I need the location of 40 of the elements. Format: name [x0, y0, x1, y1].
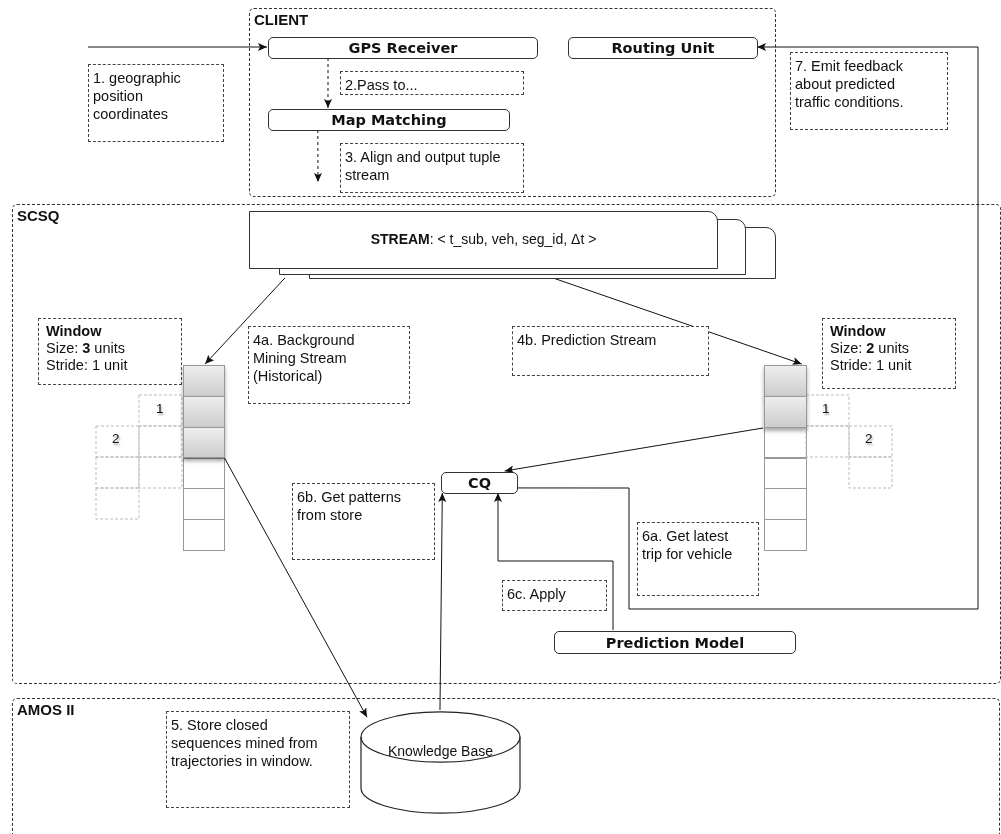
- database-cylinder: [360, 711, 521, 814]
- group-title: SCSQ: [17, 207, 60, 224]
- arrow: [204, 277, 286, 365]
- note-box: 2.Pass to...: [340, 71, 524, 95]
- arrow: [313, 129, 322, 183]
- step-number: 2: [112, 431, 121, 446]
- process-box: GPS Receiver: [268, 37, 538, 59]
- process-box: Routing Unit: [568, 37, 758, 59]
- note-box: 5. Store closed sequences mined from trajectories in window.: [166, 711, 350, 808]
- stream-card-stack: [249, 211, 776, 279]
- step-number: 1: [822, 401, 831, 416]
- note-box: 6c. Apply: [502, 580, 607, 611]
- process-box: Prediction Model: [554, 631, 796, 654]
- note-heading: Window: [830, 322, 887, 340]
- arrow: [87, 43, 268, 51]
- note-text: Size: 3 units Stride: 1 unit: [46, 340, 129, 374]
- note-box: 3. Align and output tuple stream: [340, 143, 524, 193]
- note-box: 4b. Prediction Stream: [512, 326, 709, 376]
- window-stack: [764, 365, 807, 550]
- arrow: [324, 57, 332, 109]
- window-stack: [183, 365, 225, 550]
- arrow: [504, 427, 764, 474]
- step-number: 2: [865, 431, 874, 446]
- group-title: AMOS II: [17, 701, 75, 718]
- note-text: Size: 2 units Stride: 1 unit: [830, 340, 913, 374]
- step-number: 1: [156, 401, 165, 416]
- note-box: 7. Emit feedback about predicted traffic conditions.: [790, 52, 948, 130]
- note-box: 1. geographic position coordinates: [88, 64, 224, 142]
- process-box: CQ: [441, 472, 518, 494]
- arrow: [223, 456, 368, 718]
- node-label: Knowledge Base: [386, 742, 495, 761]
- note-box: 4a. Background Mining Stream (Historical): [248, 326, 410, 404]
- arrow: [516, 43, 979, 610]
- process-box: Map Matching: [268, 109, 510, 131]
- arrow: [438, 492, 447, 711]
- group-title: CLIENT: [254, 11, 309, 28]
- stream-text: STREAM: < t_sub, veh, seg_id, Δt >: [369, 231, 598, 247]
- note-box: 6b. Get patterns from store: [292, 483, 435, 560]
- note-heading: Window: [46, 322, 103, 340]
- note-box: 6a. Get latest trip for vehicle: [637, 522, 759, 596]
